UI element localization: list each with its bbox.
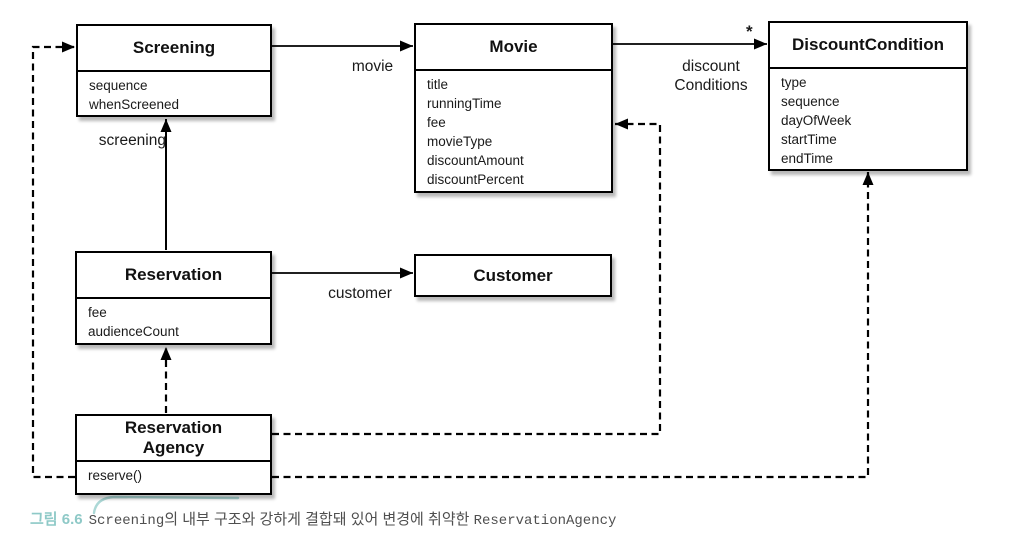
class-movie: Movie title runningTime fee movieType di… <box>414 23 613 193</box>
class-discountcondition: DiscountCondition type sequence dayOfWee… <box>768 21 968 171</box>
class-screening: Screening sequence whenScreened <box>76 24 272 117</box>
class-reservationagency: Reservation Agency reserve() <box>75 414 272 495</box>
attribute: sequence <box>781 94 840 109</box>
attribute: whenScreened <box>89 97 180 112</box>
edge-label-movie: movie <box>351 58 394 75</box>
edge-label-customer: customer <box>328 285 392 302</box>
attribute: type <box>781 75 807 90</box>
attribute: startTime <box>781 132 837 147</box>
class-reservation-title: Reservation <box>77 253 270 299</box>
attribute: discountAmount <box>427 153 524 168</box>
class-customer-title: Customer <box>473 265 553 285</box>
class-discountcondition-attributes: type sequence dayOfWeek startTime endTim… <box>770 69 966 168</box>
multiplicity-star: * <box>746 22 753 41</box>
attribute: title <box>427 77 449 92</box>
class-movie-title: Movie <box>416 25 611 71</box>
edge-label-screening: screening <box>98 132 166 149</box>
edge-label-line: discount <box>682 58 740 75</box>
title-line: Agency <box>142 438 205 457</box>
class-movie-attributes: title runningTime fee movieType discount… <box>416 71 611 189</box>
attribute: fee <box>427 115 446 130</box>
edge-agency-to-discountcondition <box>272 172 874 479</box>
class-reservation: Reservation fee audienceCount <box>75 251 272 345</box>
title-line: Reservation <box>124 418 223 437</box>
attribute: movieType <box>427 134 493 149</box>
caption-text: 의 내부 구조와 강하게 결합돼 있어 변경에 취약한 <box>164 511 474 528</box>
attribute: dayOfWeek <box>781 113 852 128</box>
figure-caption: 그림 6.6 Screening의 내부 구조와 강하게 결합돼 있어 변경에 취… <box>30 508 616 529</box>
class-reservation-attributes: fee audienceCount <box>77 299 270 341</box>
attribute: runningTime <box>427 96 502 111</box>
class-screening-attributes: sequence whenScreened <box>78 72 270 114</box>
teal-annotation-mark <box>92 495 240 515</box>
edge-label-discount-conditions: discount Conditions <box>663 57 759 95</box>
attribute: sequence <box>89 78 148 93</box>
class-reservationagency-operations: reserve() <box>77 462 270 485</box>
class-discountcondition-title: DiscountCondition <box>770 23 966 69</box>
class-reservationagency-title: Reservation Agency <box>77 416 270 462</box>
edge-agency-to-screening <box>31 41 75 479</box>
class-screening-title: Screening <box>78 26 270 72</box>
class-customer: Customer <box>414 254 612 297</box>
caption-code: ReservationAgency <box>473 513 617 529</box>
caption-code: Screening <box>88 513 165 529</box>
edge-label-line: Conditions <box>674 77 748 94</box>
edge-agency-to-movie <box>272 118 662 436</box>
attribute: discountPercent <box>427 172 524 187</box>
operation: reserve() <box>88 468 143 483</box>
attribute: audienceCount <box>88 324 179 339</box>
attribute: fee <box>88 305 107 320</box>
attribute: endTime <box>781 151 834 166</box>
figure-number: 그림 6.6 <box>30 511 83 528</box>
